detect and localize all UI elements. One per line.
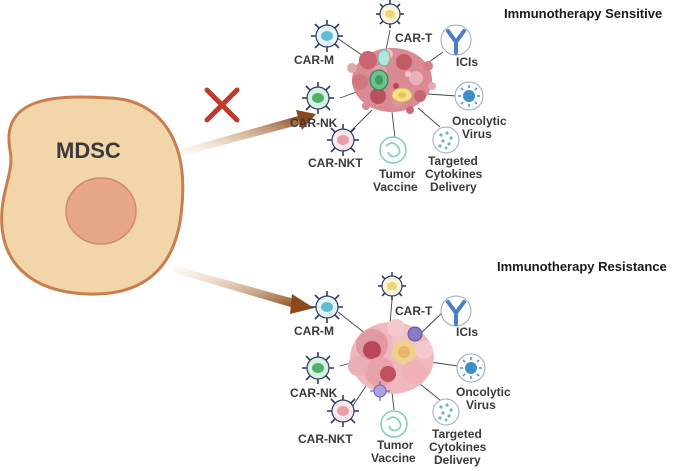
label-cytokines-1: Targeted [432, 427, 482, 441]
label-car-t: CAR-T [395, 31, 433, 45]
label-oncolytic-2: Virus [462, 127, 492, 141]
label-car-m: CAR-M [294, 324, 334, 338]
tumor-vaccine-icon [379, 136, 407, 164]
car-nk-cell [302, 82, 334, 114]
label-oncolytic-1: Oncolytic [456, 385, 511, 399]
tumor-vaccine-icon [380, 410, 408, 438]
label-vaccine-2: Vaccine [371, 451, 416, 465]
oncolytic-virus-icon [456, 353, 486, 383]
cytokines-icon [432, 126, 460, 154]
panel-sensitive: Immunotherapy Sensitive [290, 0, 662, 194]
arrow-to-resistance [172, 266, 314, 314]
icis-antibody-icon [440, 295, 472, 327]
panel-resistance: Immunotherapy Resistance [290, 259, 667, 467]
car-nkt-cell [327, 395, 359, 427]
label-car-m: CAR-M [294, 53, 334, 67]
label-oncolytic-1: Oncolytic [452, 114, 507, 128]
label-car-nkt: CAR-NKT [298, 432, 353, 446]
label-car-nk: CAR-NK [290, 116, 338, 130]
car-m-cell [311, 291, 343, 323]
car-nk-cell [302, 352, 334, 384]
block-x-icon [204, 87, 240, 123]
mdsc-cell: MDSC [0, 95, 185, 296]
cytokines-icon [432, 398, 460, 426]
label-car-t: CAR-T [395, 304, 433, 318]
label-vaccine-1: Tumor [379, 167, 416, 181]
label-oncolytic-2: Virus [466, 398, 496, 412]
tumor-mass-resistance [348, 319, 434, 401]
mdsc-label: MDSC [56, 138, 121, 163]
car-m-cell [311, 20, 343, 52]
label-car-nkt: CAR-NKT [308, 156, 363, 170]
label-cytokines-3: Delivery [434, 453, 481, 467]
panel-heading: Immunotherapy Sensitive [504, 6, 662, 21]
label-icis: ICIs [456, 325, 478, 339]
label-icis: ICIs [456, 55, 478, 69]
label-cytokines-2: Cytokines [425, 167, 483, 181]
label-vaccine-1: Tumor [377, 438, 414, 452]
label-car-nk: CAR-NK [290, 386, 338, 400]
tumor-mass-sensitive [347, 48, 436, 114]
mdsc-nucleus [65, 177, 137, 245]
car-t-cell [376, 0, 404, 28]
label-cytokines-1: Targeted [428, 154, 478, 168]
car-nkt-cell [327, 124, 359, 156]
car-t-cell [378, 272, 406, 300]
label-cytokines-2: Cytokines [429, 440, 487, 454]
icis-antibody-icon [440, 24, 472, 56]
label-cytokines-3: Delivery [430, 180, 477, 194]
arrow-to-sensitive [178, 110, 316, 156]
label-vaccine-2: Vaccine [373, 180, 418, 194]
panel-heading: Immunotherapy Resistance [497, 259, 667, 274]
oncolytic-virus-icon [454, 81, 484, 111]
